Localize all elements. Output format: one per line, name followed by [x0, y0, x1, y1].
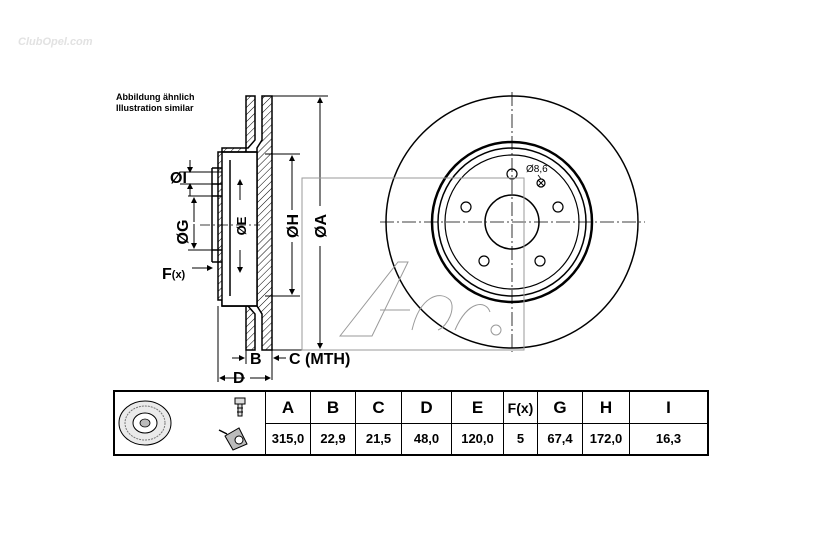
technical-drawing: ØI ØG ØE ØH ØA F(x) B C (M: [162, 92, 645, 387]
header-b: B: [310, 392, 355, 423]
dim-f-label: F(x): [162, 266, 186, 283]
value-d: 48,0: [401, 423, 451, 454]
table-divider: [265, 423, 707, 424]
value-b: 22,9: [310, 423, 355, 454]
dim-b-label: B: [250, 351, 262, 368]
header-d: D: [401, 392, 451, 423]
dim-h-label: ØH: [285, 214, 302, 238]
dim-i-lines: [180, 160, 222, 196]
dim-a-label: ØA: [313, 214, 330, 238]
disc-section-view: [211, 95, 273, 351]
header-g: G: [537, 392, 582, 423]
dim-d-label: D: [233, 370, 245, 387]
header-i: I: [629, 392, 707, 423]
dim-i-label: ØI: [170, 170, 187, 187]
dim-c-label: C (MTH): [289, 351, 350, 368]
brake-disc-thumbnail-icon: [118, 400, 172, 446]
thumbnail-drawing: [118, 397, 248, 451]
dim-b-lines: [217, 306, 286, 382]
value-f: 5: [503, 423, 537, 454]
site-watermark: ClubOpel.com: [18, 36, 93, 48]
bolt-tightening-icon: [218, 427, 248, 451]
hole-dia-label: Ø8,6: [526, 164, 548, 175]
dim-g-label: ØG: [175, 220, 192, 245]
value-a: 315,0: [265, 423, 310, 454]
header-f: F(x): [503, 392, 537, 423]
header-h: H: [582, 392, 629, 423]
wheel-bolt-icon: [234, 397, 246, 417]
spec-table: A 315,0 B 22,9 C 21,5 D 48,0 E 120,0 F(x…: [113, 390, 709, 456]
dim-a-lines: [272, 95, 328, 351]
illustration-note: Abbildung ähnlich Illustration similar: [116, 92, 195, 114]
ate-logo-watermark: [301, 177, 525, 351]
dim-g-lines: [188, 195, 212, 251]
note-line-en: Illustration similar: [116, 103, 194, 113]
value-c: 21,5: [355, 423, 401, 454]
header-e: E: [451, 392, 503, 423]
value-g: 67,4: [537, 423, 582, 454]
value-i: 16,3: [629, 423, 707, 454]
header-a: A: [265, 392, 310, 423]
value-h: 172,0: [582, 423, 629, 454]
value-e: 120,0: [451, 423, 503, 454]
header-c: C: [355, 392, 401, 423]
dim-h-lines: [265, 153, 300, 297]
dim-e-label: ØE: [234, 216, 249, 235]
thumbnail-cell: [115, 392, 265, 454]
note-line-de: Abbildung ähnlich: [116, 92, 195, 102]
